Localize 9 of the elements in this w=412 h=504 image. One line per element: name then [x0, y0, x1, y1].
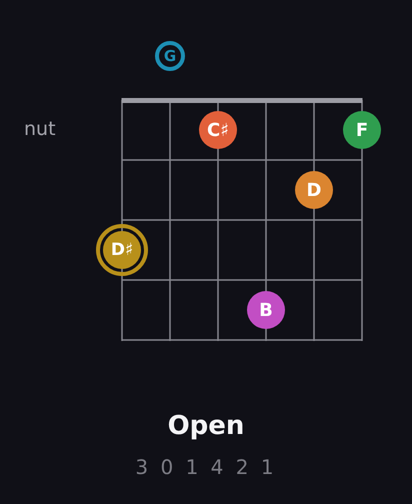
chord-title: Open: [168, 411, 244, 441]
note-dot: C♯: [199, 111, 237, 149]
note-dot: D: [295, 171, 333, 209]
note-dot: B: [247, 291, 285, 329]
root-note-dot: D♯: [96, 224, 148, 276]
note-ring: G: [155, 41, 185, 71]
note-dot: F: [343, 111, 381, 149]
fingering-numbers: 3 0 1 4 2 1: [135, 455, 277, 479]
nut-label: nut: [24, 118, 56, 140]
